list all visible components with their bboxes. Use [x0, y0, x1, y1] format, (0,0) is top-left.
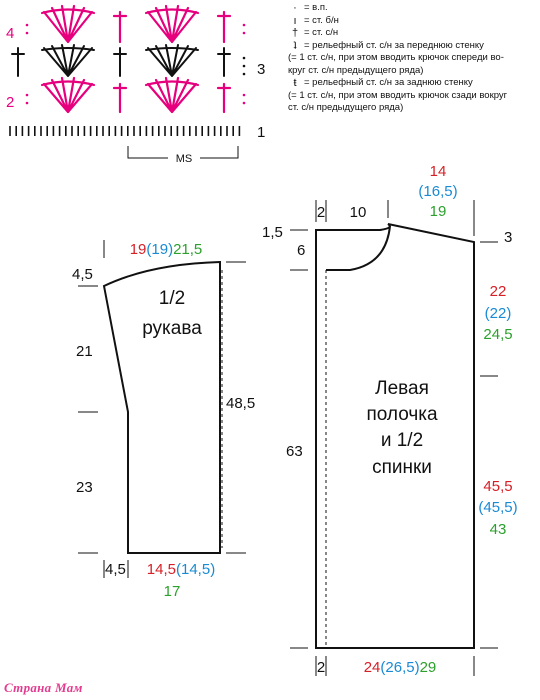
sleeve-top-width: 19(19)21,5: [130, 241, 203, 258]
legend-row: (= 1 ст. с/н, при этом вводить крючок сз…: [288, 90, 538, 103]
front-shoulder-drop: 3: [504, 229, 512, 246]
front-top-width-b: (16,5): [418, 183, 457, 200]
front-title-line4: спинки: [372, 457, 432, 478]
legend-row: ст. с/н предыдущего ряда): [288, 102, 538, 115]
front-bottom-width: 24(26,5)29: [364, 659, 437, 676]
sleeve-bottom-width-alt: 17: [164, 583, 181, 600]
front-placket-top: 2: [317, 204, 325, 221]
row-1-stitches: [9, 126, 241, 136]
row-4-chain-dots: [25, 23, 246, 105]
sleeve-outline: [102, 260, 221, 554]
watermark-text: Страна Мам: [4, 680, 83, 695]
legend-row: † = ст. с/н: [288, 27, 538, 40]
legend-text: (= 1 ст. с/н, при этом вводить крючок сз…: [288, 89, 508, 101]
legend-text: (= 1 ст. с/н, при этом вводить крючок сп…: [288, 52, 504, 63]
legend-text: круг ст. с/н предыдущего ряда): [288, 64, 424, 76]
sleeve-bottom-offset: 4,5: [105, 561, 126, 578]
back-post-symbol: ŧ: [293, 77, 297, 89]
front-side-a: 45,5: [483, 478, 512, 495]
front-top-width-c: 19: [430, 203, 447, 220]
legend-text: = рельефный ст. с/н за заднюю стенку: [304, 77, 473, 88]
front-total-height: 63: [286, 443, 303, 460]
legend-text: ст. с/н предыдущего ряда): [288, 102, 404, 113]
row-number-2: 2: [6, 94, 14, 111]
legend-text: = ст. б/н: [304, 14, 339, 26]
sleeve-total-height: 48,5: [226, 395, 255, 412]
front-side-b: (45,5): [478, 499, 517, 516]
front-armhole-c: 24,5: [483, 326, 512, 343]
row-2-fans: [40, 76, 232, 114]
row-number-3: 3: [257, 61, 265, 78]
front-title-line1: Левая: [375, 378, 429, 399]
front-side-c: 43: [490, 521, 507, 538]
front-neck-width: 10: [350, 204, 367, 221]
sleeve-bottom-width: 14,5(14,5): [147, 561, 215, 578]
legend-text: = ст. с/н: [304, 27, 339, 38]
front-back-schematic: Левая полочка и 1/2 спинки 14 (16,5) 19 …: [262, 163, 518, 676]
front-armhole-a: 22: [490, 283, 507, 300]
legend-row: ŧ = рельефный ст. с/н за заднюю стенку: [288, 77, 538, 90]
stitch-legend: · = в.п. ı = ст. б/н † = ст. с/н ʇ = рельефный …: [288, 2, 538, 115]
legend-text: = в.п.: [304, 2, 328, 13]
stitch-chart: 4 3 2 1: [6, 4, 265, 165]
legend-row: · = в.п.: [288, 2, 538, 15]
row-3-fans: [11, 44, 231, 77]
sleeve-title-line2: рукава: [142, 318, 202, 339]
double-crochet-symbol: †: [291, 27, 299, 39]
neckline-curve: [326, 225, 391, 271]
sleeve-top-offset: 4,5: [72, 266, 93, 283]
row-number-4: 4: [6, 25, 14, 42]
dot-chain-symbol: ·: [293, 2, 297, 14]
legend-text: = рельефный ст. с/н за переднюю стенку: [304, 39, 484, 51]
sleeve-lower-height: 23: [76, 479, 93, 496]
row-3-chain-dots: [242, 56, 246, 76]
row-number-1: 1: [257, 124, 265, 141]
front-neck-depth: 6: [297, 242, 305, 259]
single-crochet-symbol: ı: [293, 14, 297, 27]
front-top-left-offset: 1,5: [262, 224, 283, 241]
legend-row: ı = ст. б/н: [288, 15, 538, 28]
front-post-symbol: ʇ: [293, 39, 297, 52]
legend-row: (= 1 ст. с/н, при этом вводить крючок сп…: [288, 52, 538, 65]
front-title-line2: полочка: [366, 404, 438, 425]
sleeve-title-line1: 1/2: [159, 288, 185, 309]
front-title-line3: и 1/2: [381, 430, 423, 451]
sleeve-upper-height: 21: [76, 343, 93, 360]
front-top-width-a: 14: [430, 163, 447, 180]
sleeve-schematic: 1/2 рукава 19(19)21,5 4,5 21 23 48,5 4,5…: [72, 240, 255, 600]
repeat-label: MS: [176, 153, 193, 165]
legend-row: круг ст. с/н предыдущего ряда): [288, 65, 538, 78]
legend-row: ʇ = рельефный ст. с/н за переднюю стенку: [288, 40, 538, 53]
row-4-fans: [40, 4, 232, 44]
front-armhole-b: (22): [485, 305, 512, 322]
front-placket-bottom: 2: [317, 659, 325, 676]
